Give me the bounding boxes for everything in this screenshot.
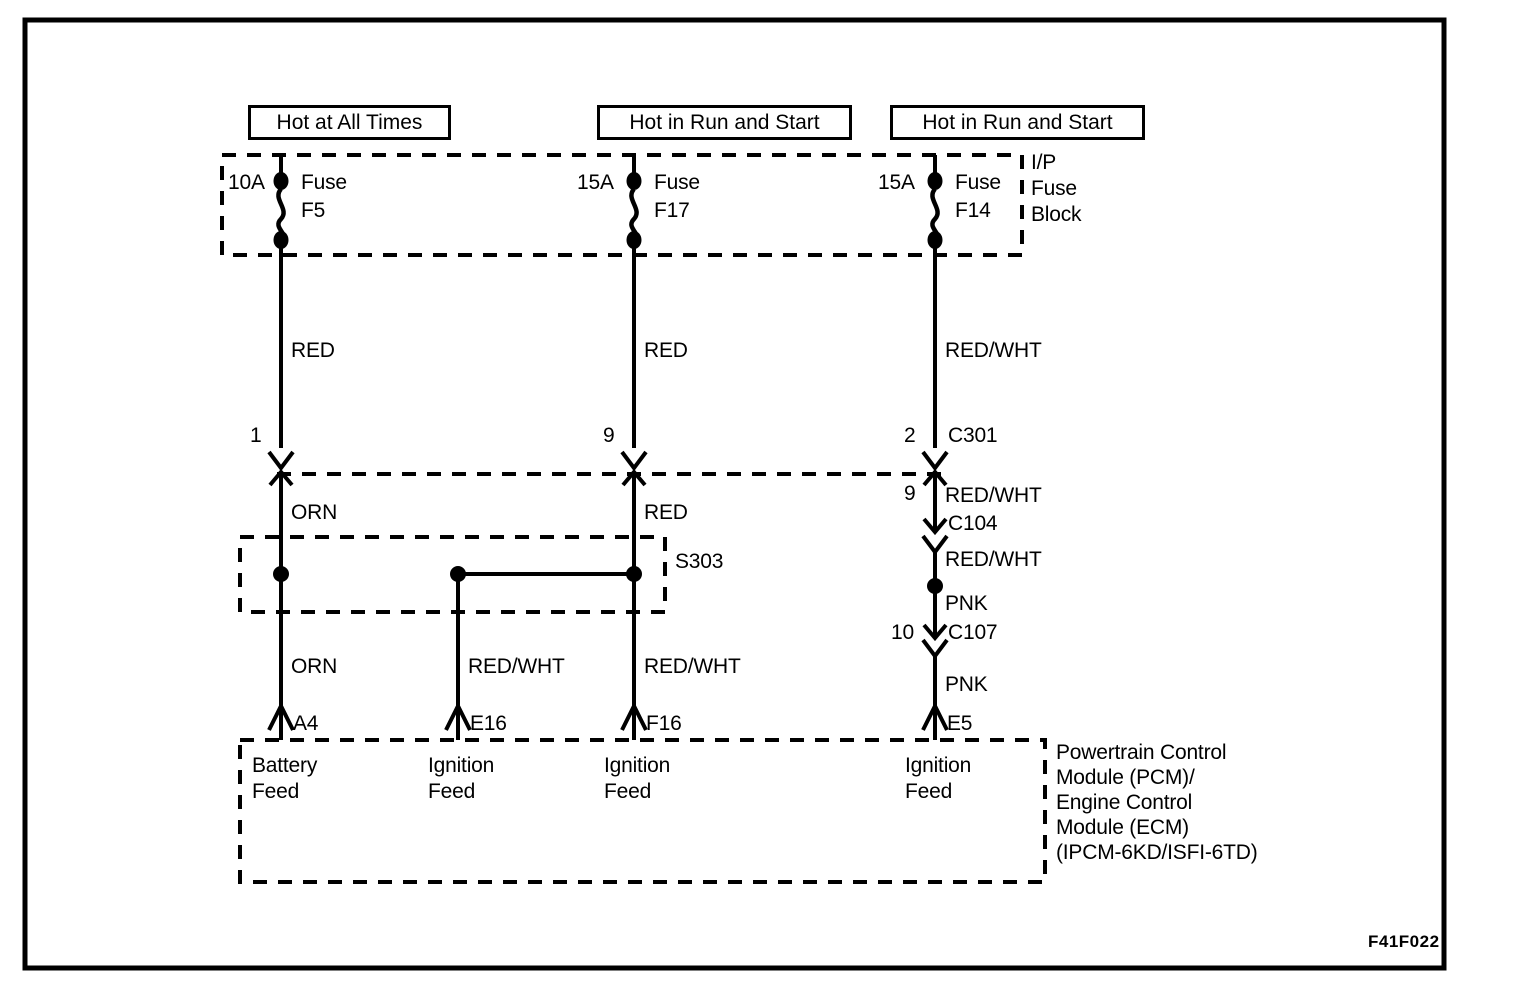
wire-label-orn-upper: ORN	[291, 501, 338, 524]
pcm-pin-function-a4-line1: Battery	[252, 754, 318, 777]
wire-label-redwht-f14: RED/WHT	[945, 339, 1042, 362]
connector-c104-female	[921, 534, 949, 556]
connector-name-c301: C301	[948, 424, 998, 447]
terminal-number-c301-pin1: 1	[250, 424, 262, 447]
pcm-pin-number-a4: A4	[293, 712, 319, 735]
connector-c107-pin10-male	[922, 586, 948, 642]
pcm-pin-function-e16-line2: Feed	[428, 780, 476, 803]
pcm-pin-number-f16: F16	[646, 712, 682, 735]
fuse-designation-f14: F14	[955, 199, 991, 222]
fuse-designation-f5: F5	[301, 199, 326, 222]
pcm-ecm-module-boundary	[238, 738, 1047, 884]
splice-label-s303: S303	[675, 550, 724, 573]
fuse-rating-f14: 15A	[878, 171, 915, 194]
fuse-rating-f5: 10A	[228, 171, 265, 194]
fuse-block-name-line-3: Block	[1031, 203, 1082, 226]
pcm-pin-number-e5: E5	[947, 712, 973, 735]
wire-label-redwht-c104: RED/WHT	[945, 484, 1042, 507]
wire-label-pnk-upper: PNK	[945, 592, 988, 615]
fuse-block-name-line-1: I/P	[1031, 151, 1057, 174]
fuse-f17-symbol	[626, 155, 642, 255]
connector-c301-pin9-female	[620, 450, 648, 472]
fuse-name-f17: Fuse	[654, 171, 700, 194]
pin-f16-symbol	[620, 701, 648, 740]
ip-fuse-block-boundary	[220, 153, 1024, 257]
pin-e5-symbol	[921, 701, 949, 740]
wire-label-redwht-below-c104: RED/WHT	[945, 548, 1042, 571]
fuse-f5-symbol	[273, 155, 289, 255]
fuse-block-name-line-2: Fuse	[1031, 177, 1077, 200]
page-border	[22, 17, 1447, 971]
wire-label-red-f5: RED	[291, 339, 335, 362]
power-source-box-hot-in-run-and-start-1: Hot in Run and Start	[597, 105, 852, 140]
power-source-box-hot-in-run-and-start-2: Hot in Run and Start	[890, 105, 1145, 140]
power-source-label: Hot in Run and Start	[629, 110, 820, 134]
connector-c107-female	[921, 638, 949, 660]
fuse-rating-f17: 15A	[577, 171, 614, 194]
connector-name-c104: C104	[948, 512, 998, 535]
pin-a4-symbol	[267, 701, 295, 740]
pcm-pin-function-f16-line2: Feed	[604, 780, 652, 803]
pcm-pin-function-e5-line2: Feed	[905, 780, 953, 803]
connector-c301-pin1-female	[267, 450, 295, 472]
fuse-name-f14: Fuse	[955, 171, 1001, 194]
splice-s303-boundary	[238, 535, 667, 614]
connector-c104-pin9-male	[922, 480, 948, 536]
module-name-line-2: Module (PCM)/	[1056, 766, 1195, 789]
fuse-f14-symbol	[927, 155, 943, 255]
pcm-pin-number-e16: E16	[470, 712, 507, 735]
terminal-number-c104-pin9: 9	[904, 482, 916, 505]
figure-id: F41F022	[1368, 932, 1440, 951]
terminal-number-c301-pin2: 2	[904, 424, 916, 447]
connector-c301-pin2-female	[921, 450, 949, 472]
fuse-name-f5: Fuse	[301, 171, 347, 194]
fuse-designation-f17: F17	[654, 199, 690, 222]
power-source-label: Hot in Run and Start	[922, 110, 1113, 134]
wire-label-redwht-f16: RED/WHT	[644, 655, 741, 678]
connector-name-c107: C107	[948, 621, 998, 644]
wire-label-red-lower: RED	[644, 501, 688, 524]
terminal-number-c107-pin10: 10	[891, 621, 914, 644]
power-source-box-hot-at-all-times: Hot at All Times	[248, 105, 451, 140]
pcm-pin-function-a4-line2: Feed	[252, 780, 300, 803]
pin-e16-symbol	[444, 701, 472, 740]
wire-label-redwht-e16: RED/WHT	[468, 655, 565, 678]
module-name-line-1: Powertrain Control	[1056, 741, 1227, 764]
pcm-pin-function-e16-line1: Ignition	[428, 754, 495, 777]
wire-label-red-f17: RED	[644, 339, 688, 362]
module-name-line-3: Engine Control	[1056, 791, 1193, 814]
terminal-number-c301-pin9: 9	[603, 424, 615, 447]
wire-label-orn-lower: ORN	[291, 655, 338, 678]
power-source-label: Hot at All Times	[276, 110, 423, 134]
module-name-line-5: (IPCM-6KD/ISFI-6TD)	[1056, 841, 1258, 864]
wire-label-pnk-lower: PNK	[945, 673, 988, 696]
pcm-pin-function-e5-line1: Ignition	[905, 754, 972, 777]
module-name-line-4: Module (ECM)	[1056, 816, 1189, 839]
pcm-pin-function-f16-line1: Ignition	[604, 754, 671, 777]
